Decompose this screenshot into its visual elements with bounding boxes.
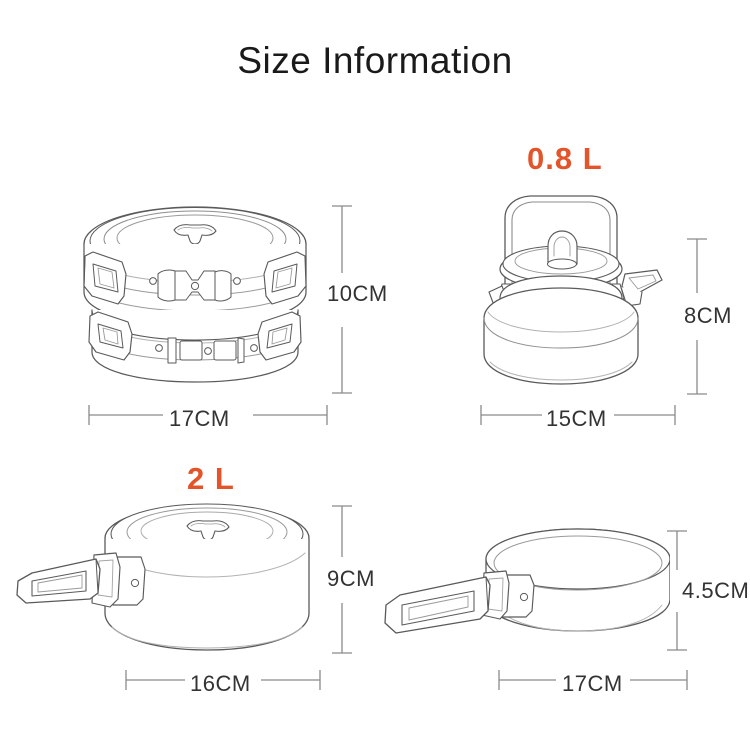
frying-pan-height-dimension-line <box>665 530 689 652</box>
frying-pan-width-label: 17CM <box>562 671 623 696</box>
frying-pan-width-dimension-line <box>498 668 688 692</box>
kettle-illustration <box>462 192 682 392</box>
saucepan-volume-badge: 2 L <box>187 461 235 496</box>
kettle-volume-badge: 0.8 L <box>527 141 603 176</box>
saucepan-illustration <box>12 495 322 660</box>
frying-pan-illustration <box>378 527 670 659</box>
kettle-height-label: 8CM <box>684 303 732 328</box>
stacked-pots-height-dimension-line <box>330 205 354 395</box>
frying-pan-height-label: 4.5CM <box>682 578 750 603</box>
saucepan-width-dimension-line <box>125 668 321 692</box>
saucepan-height-dimension-line <box>330 505 354 655</box>
kettle-width-dimension-line <box>480 403 676 427</box>
kettle-width-label: 15CM <box>546 406 607 431</box>
stacked-pots-width-dimension-line <box>88 403 328 427</box>
page-title: Size Information <box>237 40 513 81</box>
saucepan-height-label: 9CM <box>327 566 375 591</box>
saucepan-width-label: 16CM <box>190 671 251 696</box>
stacked-pots-illustration <box>62 200 327 400</box>
stacked-pots-width-label: 17CM <box>169 406 230 431</box>
stacked-pots-height-label: 10CM <box>327 281 388 306</box>
kettle-height-dimension-line <box>685 238 709 396</box>
